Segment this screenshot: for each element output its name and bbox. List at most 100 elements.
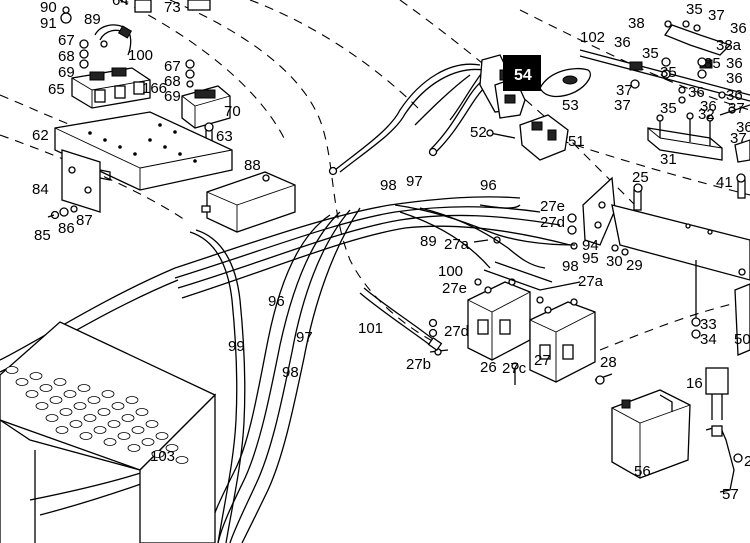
part-label: 102: [580, 29, 605, 46]
part-label: 37: [728, 100, 745, 117]
contactors: [428, 213, 613, 385]
callout-box: [503, 55, 541, 91]
battery-cell-terminal: [5, 366, 19, 374]
part-label: 36: [700, 98, 717, 115]
bracket-assembly-right: [582, 173, 750, 356]
part-16-57: [705, 367, 743, 493]
part-label: 53: [562, 97, 579, 114]
part-label: 67: [164, 58, 181, 75]
part-label: 94: [582, 237, 599, 254]
part-label: 70: [224, 103, 241, 120]
battery-cell-terminal: [103, 438, 117, 446]
part-label: 29: [626, 257, 643, 274]
battery-cell-terminal: [101, 390, 115, 398]
part-label: 2: [744, 453, 750, 470]
battery-cell-terminal: [117, 432, 131, 440]
part-label: 36: [726, 55, 743, 72]
battery-cell-terminal: [155, 432, 169, 440]
part-label: 87: [76, 212, 93, 229]
part-label: 36: [614, 34, 631, 51]
battery-cell-terminal: [35, 402, 49, 410]
part-label: 69: [58, 64, 75, 81]
battery-cell-terminal: [141, 438, 155, 446]
cable-bundle: [0, 196, 571, 543]
battery-cell-terminal: [97, 408, 111, 416]
part-label: 100: [128, 47, 153, 64]
battery-cell-terminal: [73, 402, 87, 410]
callout-text: 54: [514, 67, 532, 84]
part-label: 96: [480, 177, 497, 194]
part-label: 103: [150, 448, 175, 465]
battery-cell-terminal: [45, 414, 59, 422]
battery-cell-terminal: [25, 390, 39, 398]
top-right-hardware: [579, 20, 750, 163]
part-label: 56: [634, 463, 651, 480]
part-label: 64: [112, 0, 129, 9]
part-label: 27c: [502, 360, 527, 377]
battery-cell-terminal: [87, 396, 101, 404]
part-label: 27d: [444, 323, 469, 340]
part-label: 35: [642, 45, 659, 62]
battery-cell-terminal: [49, 396, 63, 404]
part-label: 27e: [442, 280, 467, 297]
battery-cell-terminal: [29, 372, 43, 380]
part-label: 36: [688, 84, 705, 101]
battery-cell-terminal: [77, 384, 91, 392]
part-label: 37: [708, 7, 725, 24]
battery-cell-terminal: [107, 420, 121, 428]
part-label: 33: [700, 316, 717, 333]
part-label: 31: [660, 151, 677, 168]
part-label: 38: [628, 15, 645, 32]
part-label: 89: [84, 11, 101, 28]
battery-cell-terminal: [131, 426, 145, 434]
part-label: 36: [726, 70, 743, 87]
part-label: 100: [438, 263, 463, 280]
part-label: 88: [244, 157, 261, 174]
box-88: [201, 171, 296, 233]
part-label: 36: [730, 20, 747, 37]
part-label: 38a: [716, 37, 742, 54]
part-label: 91: [40, 15, 57, 32]
terminal-block-65: [71, 67, 151, 109]
part-label: 84: [32, 181, 49, 198]
battery-cell-terminal: [175, 456, 189, 464]
part-label: 32: [698, 106, 715, 123]
part-label: 85: [34, 227, 51, 244]
part-label: 95: [582, 250, 599, 267]
battery-cell-terminal: [55, 426, 69, 434]
part-label: 57: [722, 486, 739, 503]
part-label: 97: [296, 329, 313, 346]
cable-101: [359, 287, 443, 352]
part-label: 16: [686, 375, 703, 392]
part-label: 28: [600, 354, 617, 371]
battery-cell-terminal: [83, 414, 97, 422]
part-label: 65: [48, 81, 65, 98]
part-label: 25: [632, 169, 649, 186]
part-label: 37: [730, 130, 747, 147]
part-label: 89: [420, 233, 437, 250]
top-left-parts: [60, 0, 211, 69]
module-56: [611, 389, 691, 479]
connector-51: [486, 114, 569, 161]
part-label: 51: [568, 133, 585, 150]
cables-to-contactors: [394, 204, 576, 269]
part-label: 97: [406, 173, 423, 190]
battery-cell-terminal: [53, 378, 67, 386]
part-label: 68: [58, 48, 75, 65]
part-label: 27e: [540, 198, 565, 215]
part-label: 37: [616, 82, 633, 99]
part-label: 34: [700, 331, 717, 348]
part-label: 63: [216, 128, 233, 145]
part-label: 35: [704, 55, 721, 72]
battery-cells: [5, 366, 189, 464]
part-label: 26: [480, 359, 497, 376]
battery-cell-terminal: [125, 396, 139, 404]
part-label: 98: [562, 258, 579, 275]
part-label: 27b: [406, 356, 431, 373]
part-label: 27: [534, 352, 551, 369]
part-label: 50: [734, 331, 750, 348]
battery-cell-terminal: [165, 444, 179, 452]
part-label: 67: [58, 32, 75, 49]
